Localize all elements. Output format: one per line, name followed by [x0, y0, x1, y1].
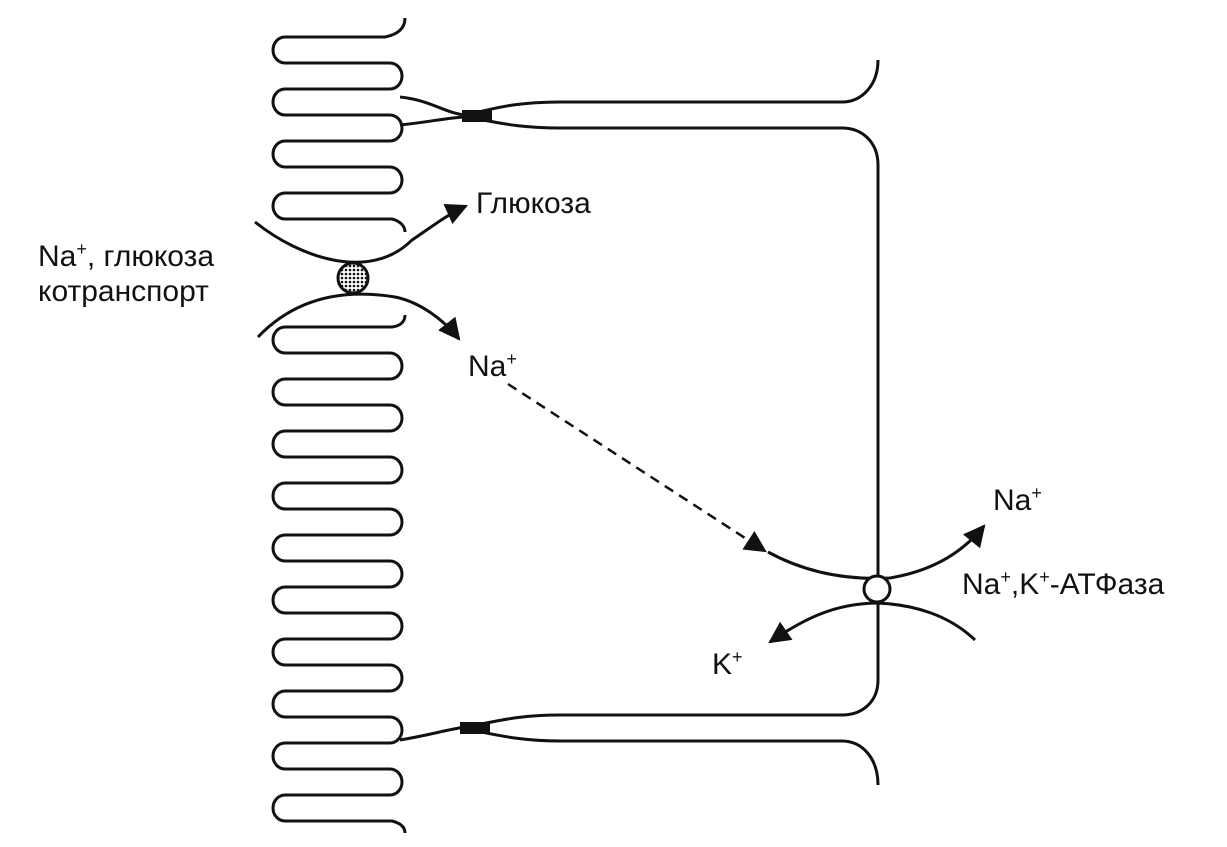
- upper-cell-boundary: [399, 59, 880, 117]
- na-out-label: Na+: [993, 483, 1042, 517]
- na-inside-label: Na+: [468, 349, 517, 383]
- cotransport-ion: Na: [38, 240, 77, 273]
- na-out-curve: [767, 524, 986, 580]
- lower-cell-boundary: [464, 727, 880, 786]
- glucose-transport-curve: [254, 203, 469, 264]
- atpase-label: Na+,K+-АТФаза: [962, 567, 1165, 601]
- cell-membrane: [399, 59, 880, 786]
- na-transport-curve: [256, 292, 461, 341]
- cotransport-label: Na+, глюкоза котранспорт: [38, 240, 214, 309]
- tight-junction-bottom: [460, 722, 490, 734]
- k-in-label: K+: [712, 647, 743, 681]
- main-cell-boundary: [399, 115, 880, 742]
- k-in-curve: [768, 601, 977, 644]
- na-diffusion-arrow: [507, 382, 767, 553]
- cotransport-ion-charge: +: [76, 239, 87, 259]
- cotransport-rest: , глюкоза: [86, 240, 215, 273]
- glucose-label: Глюкоза: [476, 187, 591, 220]
- atpase-pump: [862, 574, 892, 604]
- cotransport-line2: котранспорт: [38, 274, 209, 308]
- microvilli-top: [271, 17, 407, 233]
- cotransporter: [336, 261, 370, 295]
- tight-junction-top: [462, 110, 492, 122]
- microvilli-bottom: [271, 314, 407, 834]
